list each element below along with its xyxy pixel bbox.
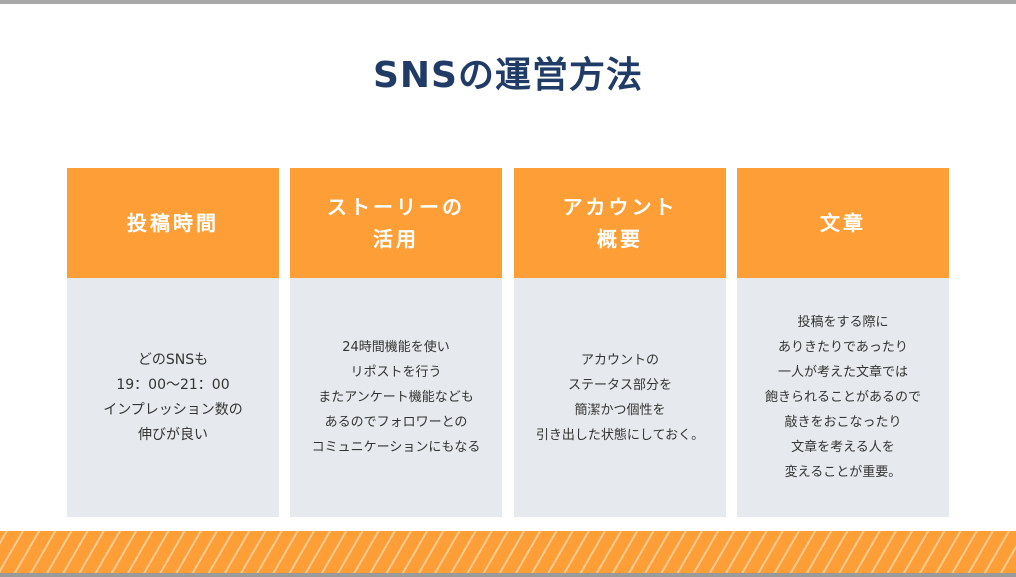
top-border <box>0 0 1016 4</box>
card-heading: 文章 <box>737 168 949 278</box>
slide-title: SNSの運営方法 <box>373 55 643 96</box>
card-heading: ストーリーの 活用 <box>290 168 502 278</box>
card-body: アカウントの ステータス部分を 簡潔かつ個性を 引き出した状態にしておく。 <box>514 278 726 517</box>
card-body: 投稿をする際に ありきたりであったり 一人が考えた文章では 飽きられることがある… <box>737 278 949 517</box>
card-account-overview: アカウント 概要 アカウントの ステータス部分を 簡潔かつ個性を 引き出した状態… <box>514 168 726 517</box>
card-heading: 投稿時間 <box>67 168 279 278</box>
card-heading: アカウント 概要 <box>514 168 726 278</box>
card-story-usage: ストーリーの 活用 24時間機能を使い リポストを行う またアンケート機能なども… <box>290 168 502 517</box>
card-row: 投稿時間 どのSNSも 19：00〜21：00 インプレッション数の 伸びが良い… <box>0 168 1016 517</box>
card-body: どのSNSも 19：00〜21：00 インプレッション数の 伸びが良い <box>67 278 279 517</box>
bottom-border <box>0 573 1016 577</box>
card-body: 24時間機能を使い リポストを行う またアンケート機能なども あるのでフォロワー… <box>290 278 502 517</box>
footer-stripe-band <box>0 531 1016 573</box>
card-posting-time: 投稿時間 どのSNSも 19：00〜21：00 インプレッション数の 伸びが良い <box>67 168 279 517</box>
card-writing: 文章 投稿をする際に ありきたりであったり 一人が考えた文章では 飽きられること… <box>737 168 949 517</box>
